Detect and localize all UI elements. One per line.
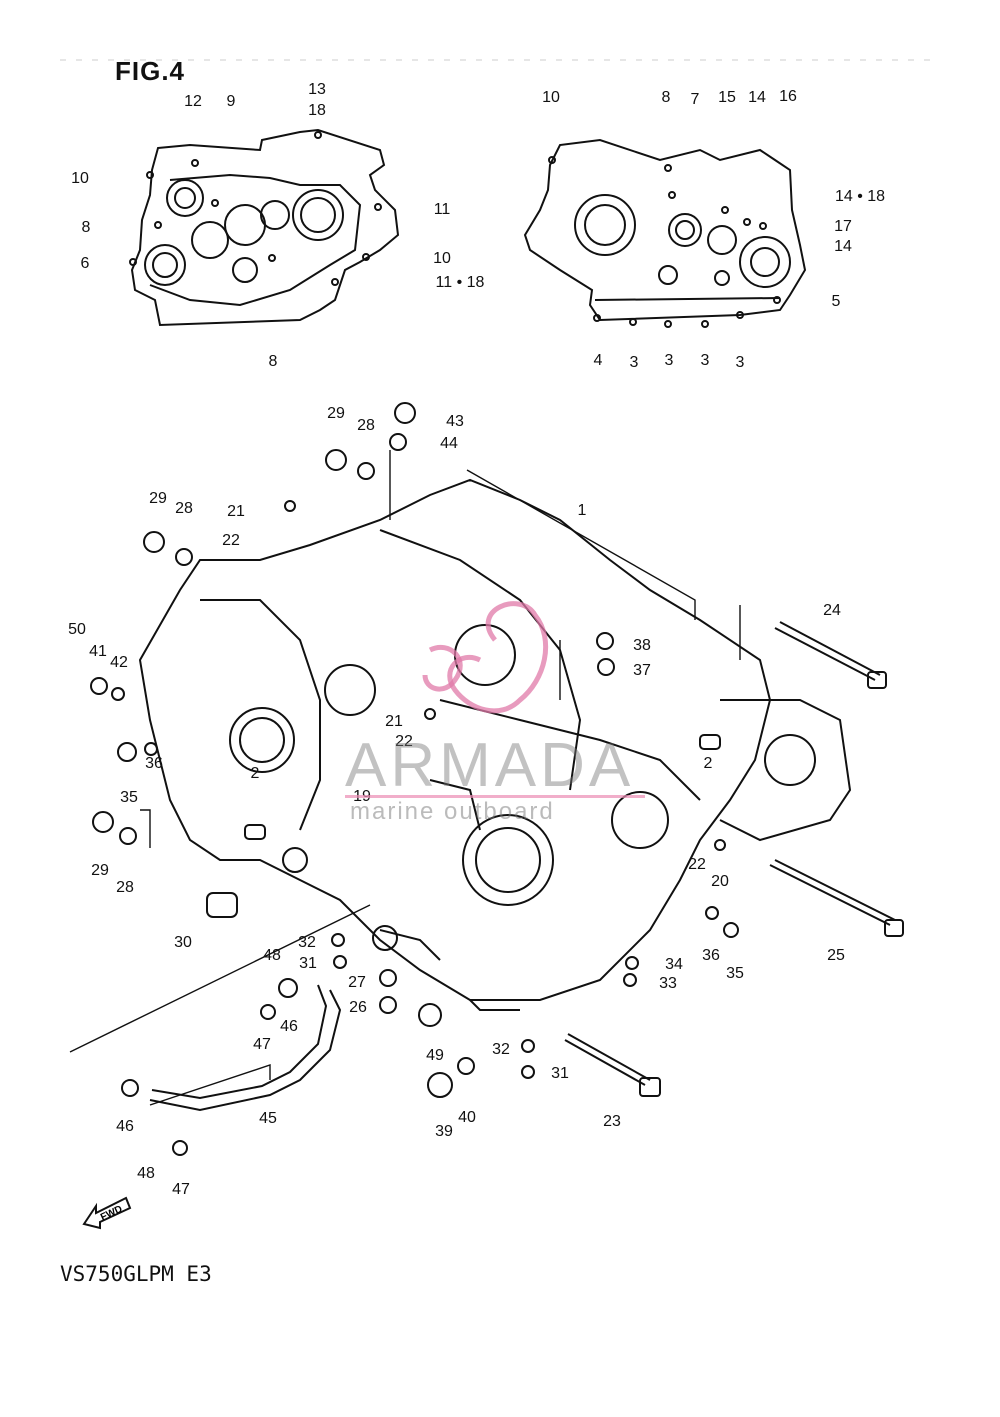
callout-c42: 42 [110, 654, 128, 671]
callout-c3a: 3 [630, 354, 639, 371]
callout-c7: 7 [691, 91, 700, 108]
callout-c49: 49 [426, 1047, 444, 1064]
callout-c15: 15 [718, 89, 736, 106]
fastener-parts [90, 402, 904, 1156]
callout-c45: 45 [259, 1110, 277, 1127]
callout-c5: 5 [832, 293, 841, 310]
callout-c47a: 47 [253, 1036, 271, 1053]
callout-c2a: 2 [251, 765, 260, 782]
watermark-bar [345, 795, 645, 798]
callout-c29c: 29 [91, 862, 109, 879]
callout-c22c: 22 [688, 856, 706, 873]
callout-c1118: 11 • 18 [436, 274, 485, 291]
crankcase-right-half-view [523, 138, 807, 328]
callout-c39: 39 [435, 1123, 453, 1140]
callout-c9: 9 [227, 93, 236, 110]
callout-c12: 12 [184, 93, 202, 110]
callout-c14b: 14 [834, 238, 852, 255]
callout-c50: 50 [68, 621, 86, 638]
callout-c1: 1 [578, 502, 587, 519]
callout-c1418: 14 • 18 [835, 188, 885, 205]
callout-c10b: 10 [433, 250, 451, 267]
callout-c6: 6 [81, 255, 90, 272]
callout-c3c: 3 [701, 352, 710, 369]
leader-lines [69, 450, 741, 1106]
callout-c43: 43 [446, 413, 464, 430]
callout-c16: 16 [779, 88, 797, 105]
callout-c28b: 28 [175, 500, 193, 517]
callout-c25: 25 [827, 947, 845, 964]
callout-c41: 41 [89, 643, 107, 660]
callout-c22b: 22 [395, 733, 413, 750]
callout-c33: 33 [659, 975, 677, 992]
callout-c28c: 28 [116, 879, 134, 896]
callout-c37: 37 [633, 662, 651, 679]
callout-c23: 23 [603, 1113, 621, 1130]
callout-c8c: 8 [662, 89, 671, 106]
callout-c30: 30 [174, 934, 192, 951]
callout-c24: 24 [823, 602, 841, 619]
callout-c31b: 31 [551, 1065, 569, 1082]
callout-c26: 26 [349, 999, 367, 1016]
callout-c21b: 21 [385, 713, 403, 730]
callout-c40: 40 [458, 1109, 476, 1126]
callout-c44: 44 [440, 435, 458, 452]
callout-c22a: 22 [222, 532, 240, 549]
callout-c29a: 29 [327, 405, 345, 422]
callout-c28a: 28 [357, 417, 375, 434]
fwd-label: FWD [99, 1204, 124, 1224]
callout-c38: 38 [633, 637, 651, 654]
callout-c4: 4 [594, 352, 603, 369]
callout-c10c: 10 [542, 89, 560, 106]
callout-c8b: 8 [269, 353, 278, 370]
callout-c21a: 21 [227, 503, 245, 520]
callout-c17: 17 [834, 218, 852, 235]
callout-c27: 27 [348, 974, 366, 991]
callout-c18a: 18 [308, 102, 326, 119]
callout-c32b: 32 [492, 1041, 510, 1058]
callout-c47b: 47 [172, 1181, 190, 1198]
callout-c2b: 2 [704, 755, 713, 772]
model-code: VS750GLPM E3 [60, 1262, 212, 1286]
callout-c31a: 31 [299, 955, 317, 972]
callout-c46a: 46 [280, 1018, 298, 1035]
callout-c48b: 48 [137, 1165, 155, 1182]
callout-c36b: 36 [702, 947, 720, 964]
callout-c36a: 36 [145, 755, 163, 772]
callout-c11a: 11 [434, 201, 451, 218]
callout-c46b: 46 [116, 1118, 134, 1135]
callout-c3d: 3 [736, 354, 745, 371]
callout-c10a: 10 [71, 170, 89, 187]
watermark-brand: ARMADA [345, 731, 635, 800]
watermark-tagline: marine outboard [350, 798, 555, 825]
callout-c13: 13 [308, 81, 326, 98]
fwd-arrow-icon: FWD [82, 1196, 132, 1230]
watermark-emblem-icon [422, 601, 549, 714]
callout-c35a: 35 [120, 789, 138, 806]
callout-c35b: 35 [726, 965, 744, 982]
callout-c3b: 3 [665, 352, 674, 369]
callout-c20: 20 [711, 873, 729, 890]
callout-c8a: 8 [82, 219, 91, 236]
figure-title: FIG.4 [115, 56, 186, 86]
crankcase-left-half-view [129, 128, 400, 327]
callout-c14a: 14 [748, 89, 766, 106]
callout-c34: 34 [665, 956, 683, 973]
callout-c29b: 29 [149, 490, 167, 507]
callout-c32a: 32 [298, 934, 316, 951]
callout-c48a: 48 [263, 947, 281, 964]
